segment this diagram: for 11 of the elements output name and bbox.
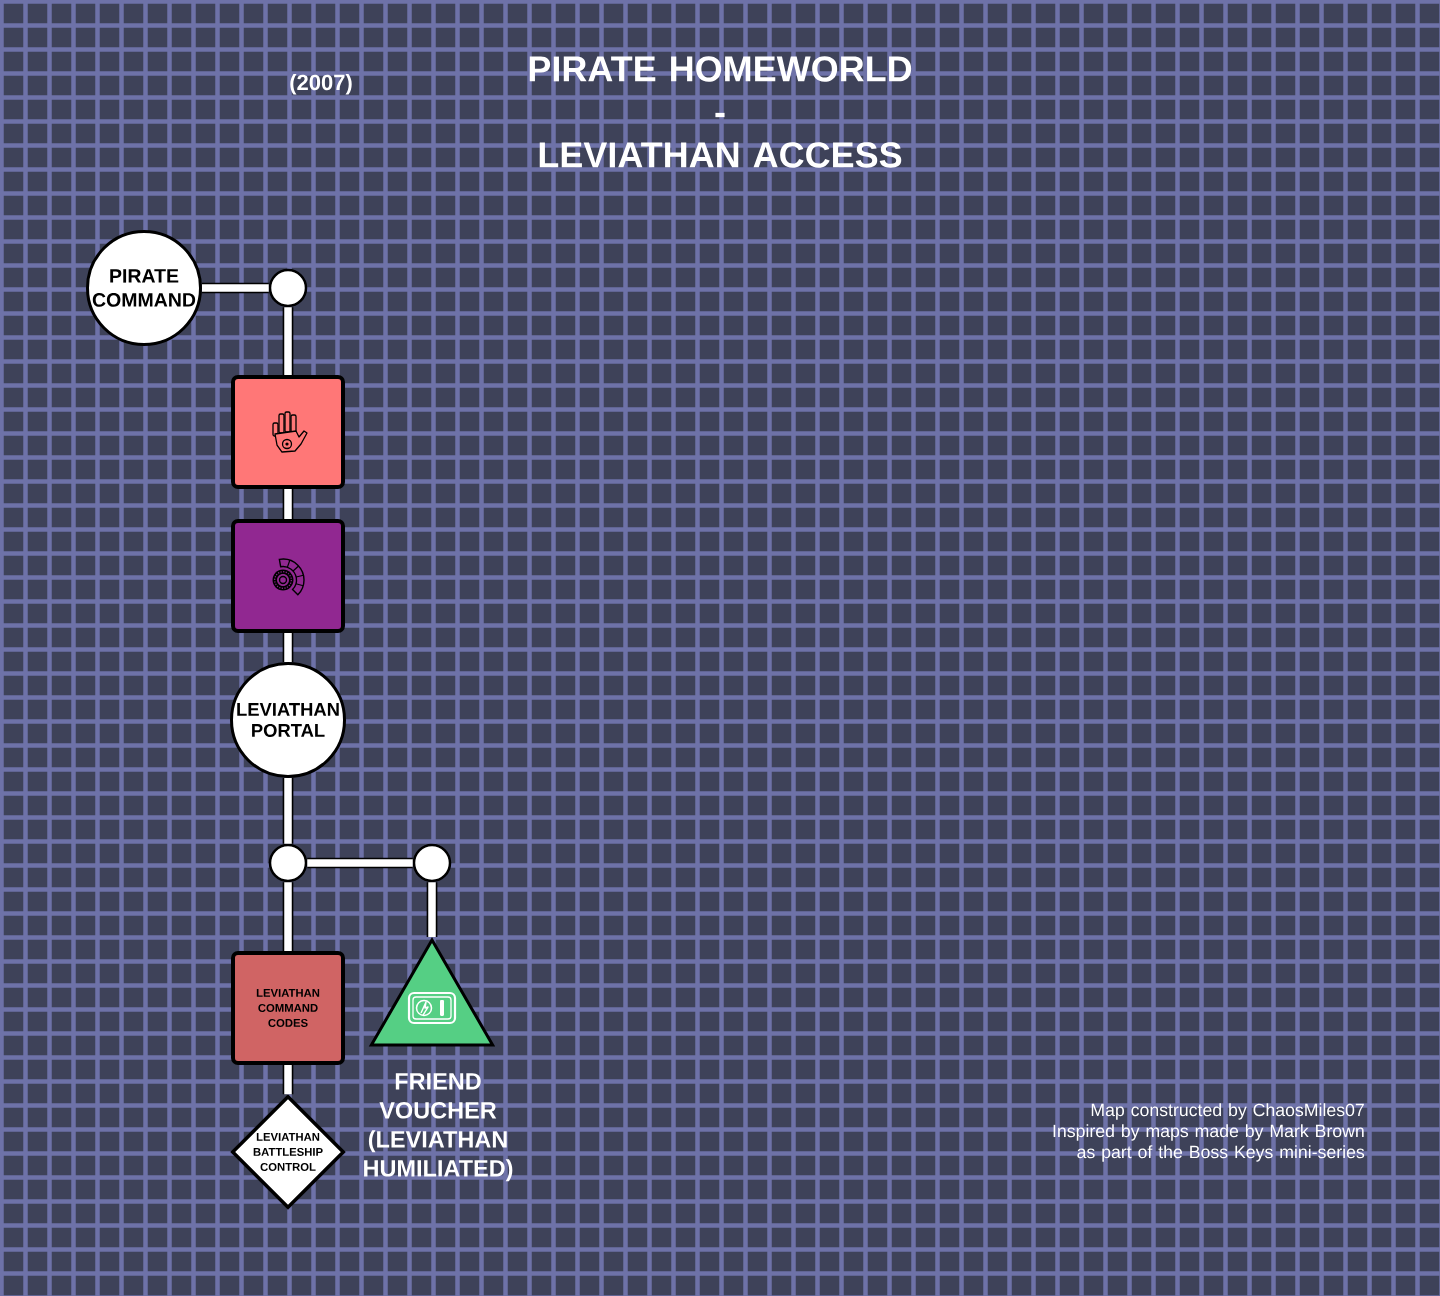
item-box [231,375,345,489]
node-label: FRIEND VOUCHER (LEVIATHAN HUMILIATED) [364,1073,513,1182]
item-box [231,519,345,633]
credit-text: Map constructed by ChaosMiles07 [1091,1103,1364,1120]
junction-circle [268,843,308,883]
year-label: (2007) [290,74,352,95]
title: PIRATE HOMEWORLD - LEVIATHAN ACCESS [529,56,912,168]
junction-circle [268,268,308,308]
credit-text: Inspired by maps made by Mark Brown as part of the Boss Keys mini-series [1053,1124,1365,1162]
room-box: LEVIATHAN COMMAND CODES [231,951,345,1065]
junction-circle [412,843,452,883]
